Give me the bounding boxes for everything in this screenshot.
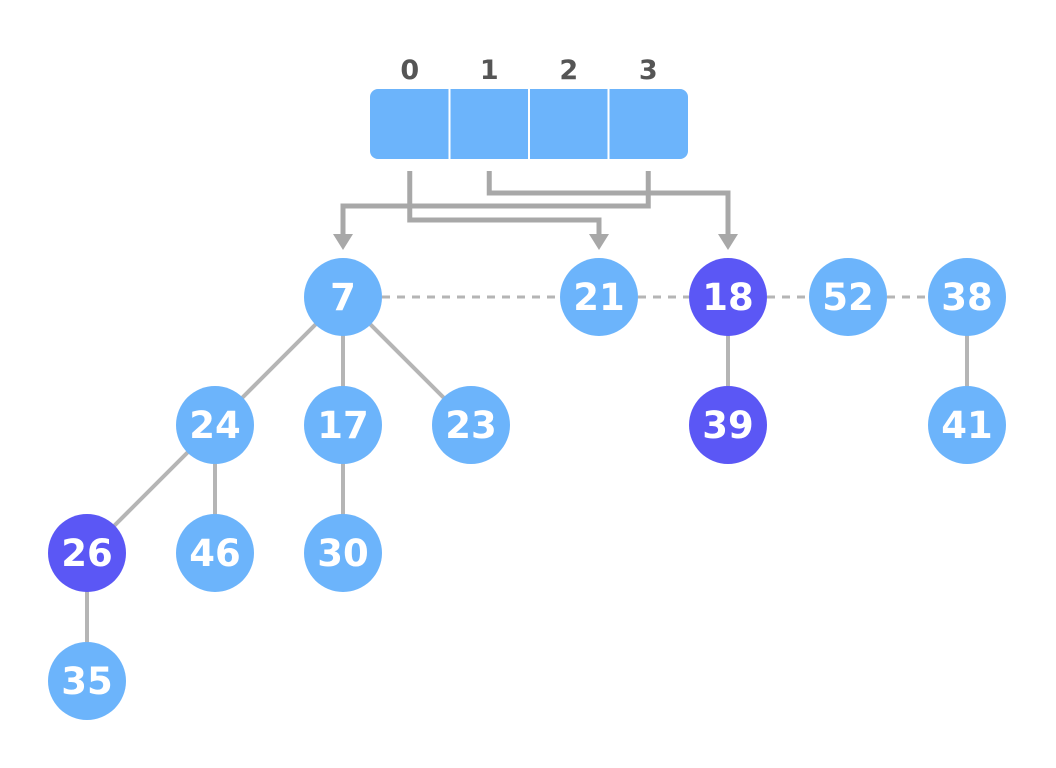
node-key-label: 21	[573, 276, 625, 319]
heap-node-24: 24	[176, 386, 254, 464]
node-key-label: 39	[702, 404, 754, 447]
array-index-label: 0	[400, 55, 419, 86]
node-circle	[560, 258, 638, 336]
heap-node-35: 35	[48, 642, 126, 720]
array-cell-1	[450, 89, 530, 159]
pointer-line-3	[340, 171, 651, 234]
marked-node-circle	[689, 258, 767, 336]
node-circle	[304, 386, 382, 464]
heap-node-46: 46	[176, 514, 254, 592]
array-index-label: 1	[480, 55, 499, 86]
pointer-line-1	[486, 171, 731, 234]
marked-node-circle	[48, 514, 126, 592]
node-key-label: 17	[317, 404, 369, 447]
pointer-arrowhead-1	[718, 234, 738, 250]
node-key-label: 24	[189, 404, 241, 447]
pointer-layer	[333, 171, 738, 250]
node-key-label: 26	[61, 532, 113, 575]
node-key-label: 41	[941, 404, 993, 447]
node-key-label: 23	[445, 404, 497, 447]
node-circle	[304, 514, 382, 592]
array-index-label: 3	[639, 55, 658, 86]
node-key-label: 38	[941, 276, 993, 319]
node-circle	[928, 386, 1006, 464]
edge-layer	[85, 295, 969, 681]
node-circle	[809, 258, 887, 336]
heap-node-7: 7	[304, 258, 382, 336]
heap-node-23: 23	[432, 386, 510, 464]
node-circle	[432, 386, 510, 464]
node-key-label: 52	[822, 276, 874, 319]
node-key-label: 30	[317, 532, 369, 575]
node-circle	[176, 386, 254, 464]
node-key-label: 18	[702, 276, 754, 319]
heap-node-39: 39	[689, 386, 767, 464]
array-index-label: 2	[559, 55, 578, 86]
pointer-line-0	[407, 171, 602, 234]
heap-node-38: 38	[928, 258, 1006, 336]
marked-node-circle	[689, 386, 767, 464]
heap-node-17: 17	[304, 386, 382, 464]
heap-node-18: 18	[689, 258, 767, 336]
node-circle	[48, 642, 126, 720]
array-cell-3	[609, 89, 689, 159]
pointer-arrowhead-0	[589, 234, 609, 250]
node-key-label: 46	[189, 532, 241, 575]
heap-node-30: 30	[304, 514, 382, 592]
heap-node-41: 41	[928, 386, 1006, 464]
node-key-label: 7	[330, 276, 356, 319]
pointer-arrowhead-3	[333, 234, 353, 250]
node-key-label: 35	[61, 660, 113, 703]
heap-node-26: 26	[48, 514, 126, 592]
array-cell-2	[529, 89, 609, 159]
heap-node-52: 52	[809, 258, 887, 336]
node-layer: 7 21 18 52 38 24 17 23 39 41 26 46 30 35	[48, 258, 1006, 720]
array-cell-0	[370, 89, 450, 159]
node-circle	[304, 258, 382, 336]
node-circle	[176, 514, 254, 592]
node-circle	[928, 258, 1006, 336]
degree-array: 0 1 2 3	[370, 55, 688, 159]
heap-node-21: 21	[560, 258, 638, 336]
